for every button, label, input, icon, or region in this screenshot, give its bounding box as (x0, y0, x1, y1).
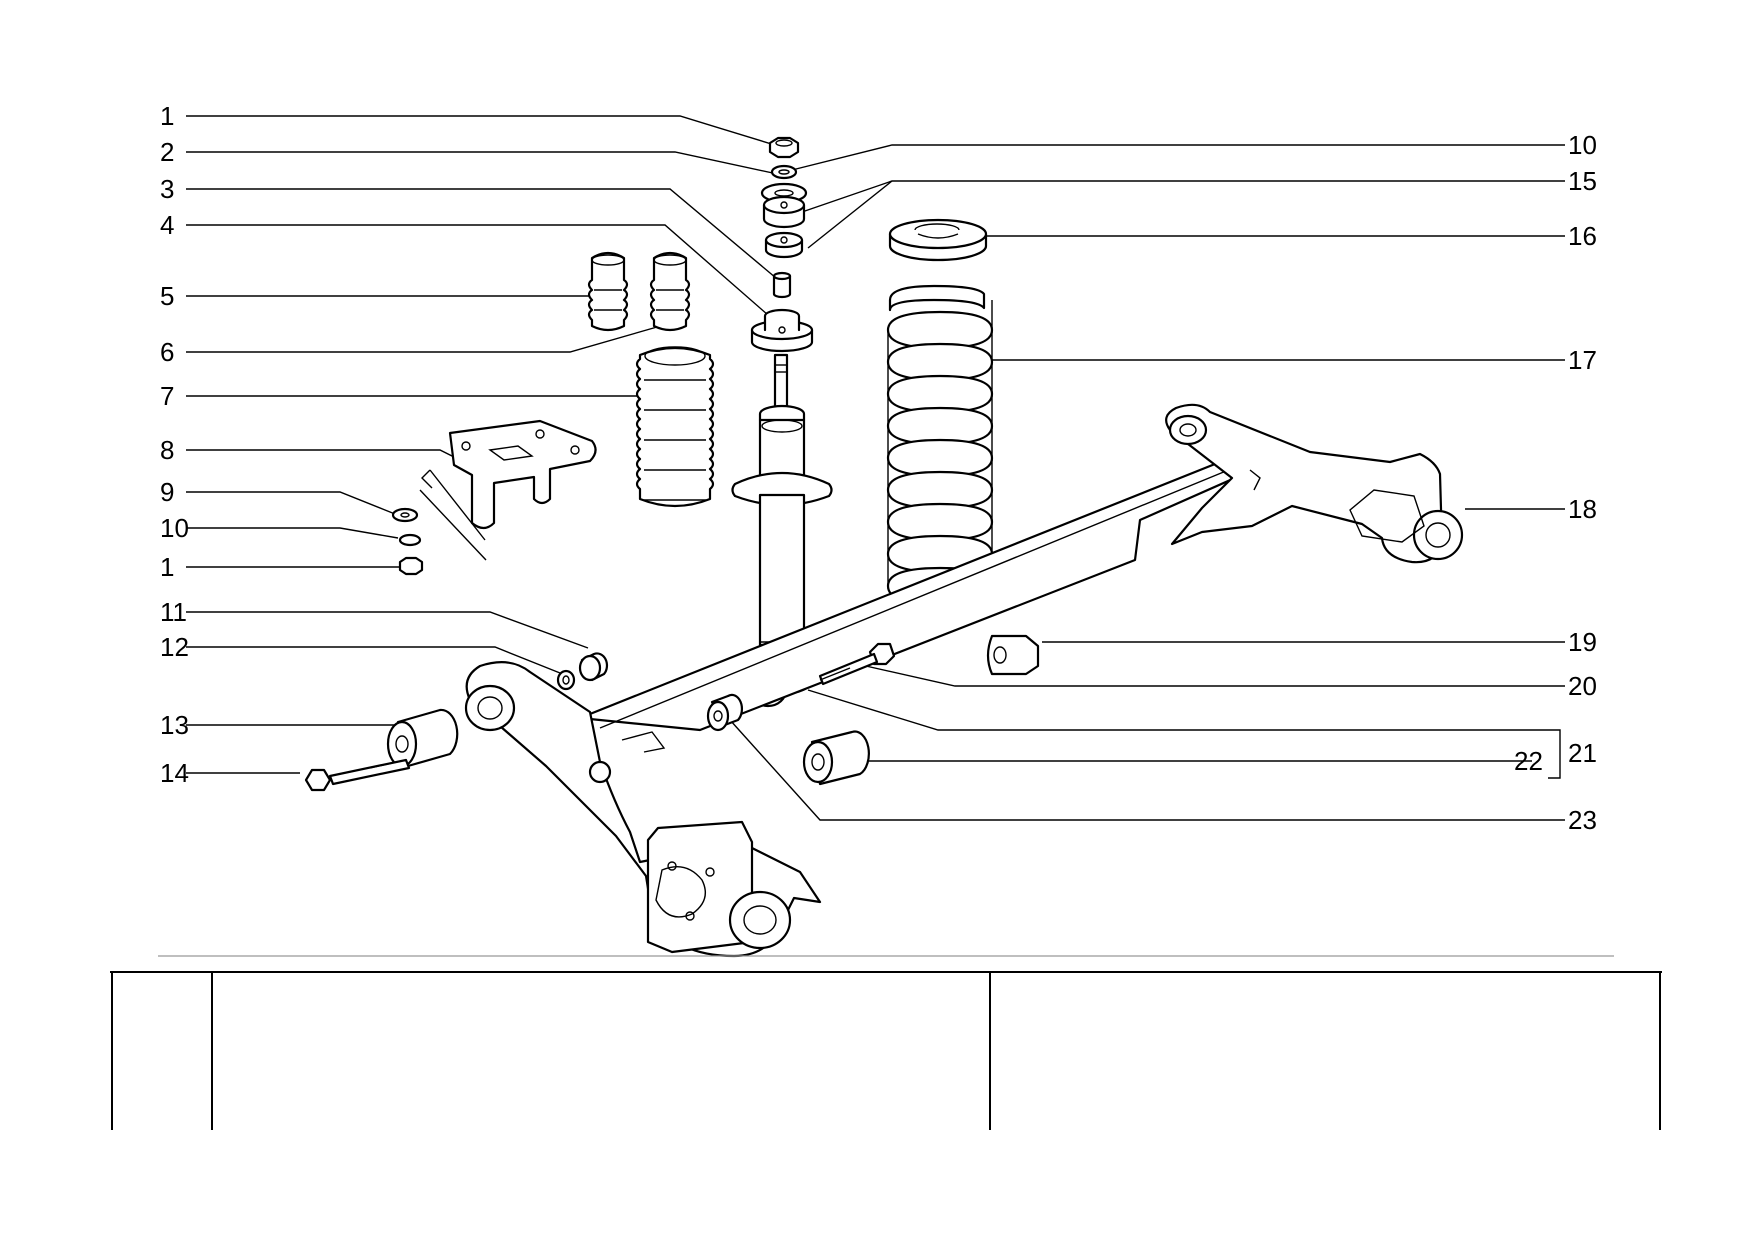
callout-23: 23 (1568, 805, 1597, 835)
callout-1: 1 (160, 101, 174, 131)
callout-16: 16 (1568, 221, 1597, 251)
callout-22: 22 (1514, 746, 1543, 776)
callout-11: 11 (160, 597, 187, 627)
callout-5: 5 (160, 281, 174, 311)
callout-7: 7 (160, 381, 174, 411)
callout-12: 12 (160, 632, 189, 662)
bushing-11-12 (556, 652, 609, 691)
callout-15: 15 (1568, 166, 1597, 196)
rear-axle-beam (464, 403, 1464, 958)
callout-2: 2 (160, 137, 174, 167)
bump-stop-6 (649, 251, 691, 332)
callout-6: 6 (160, 337, 174, 367)
top-mount-hardware (750, 136, 814, 353)
callout-9: 9 (160, 477, 174, 507)
callout-4: 4 (160, 210, 174, 240)
bump-stop-5 (587, 251, 629, 332)
leader-lines (186, 115, 1565, 821)
bushing-22 (802, 730, 870, 786)
bolt-14 (304, 758, 411, 792)
callout-14: 14 (160, 758, 189, 788)
bolt-20 (818, 642, 896, 686)
title-block-frame (110, 955, 1662, 1130)
spring-insulator-16 (888, 218, 988, 262)
callout-18: 18 (1568, 494, 1597, 524)
callout-19: 19 (1568, 627, 1597, 657)
bushing-19 (986, 634, 1040, 676)
bushing-23 (706, 693, 744, 732)
bushing-13 (386, 708, 459, 768)
bracket-hardware (391, 507, 424, 576)
dust-boot (635, 346, 715, 508)
left-labels: 1 2 3 4 5 6 7 8 9 10 1 11 12 13 14 (160, 101, 189, 788)
right-labels: 10 15 16 17 18 19 20 22 21 23 (1514, 130, 1597, 835)
coil-spring-17 (886, 284, 994, 606)
bump-stops (587, 251, 691, 332)
callout-1-lower: 1 (160, 552, 174, 582)
callout-3: 3 (160, 174, 174, 204)
callout-13: 13 (160, 710, 189, 740)
callout-21: 21 (1568, 738, 1597, 768)
callout-17: 17 (1568, 345, 1597, 375)
callout-8: 8 (160, 435, 174, 465)
callout-20: 20 (1568, 671, 1597, 701)
callout-10-right: 10 (1568, 130, 1597, 160)
callout-10-left: 10 (160, 513, 189, 543)
upper-bracket (419, 419, 597, 561)
